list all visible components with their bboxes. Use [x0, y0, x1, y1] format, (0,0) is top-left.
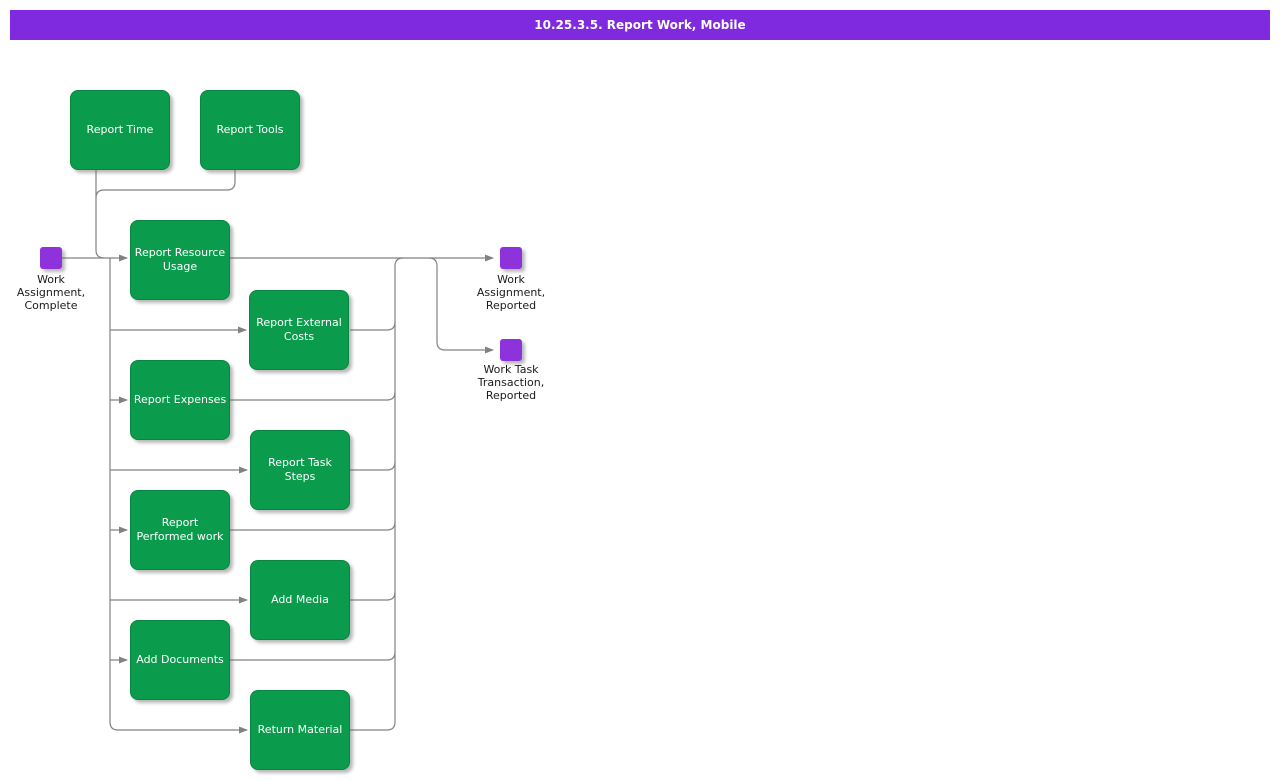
activity-report-resource-usage[interactable]: Report Resource Usage	[130, 220, 230, 300]
activity-label: Report Performed work	[134, 516, 225, 544]
activity-report-tools[interactable]: Report Tools	[200, 90, 300, 170]
connector-output-add-documents	[230, 652, 395, 660]
activity-report-time[interactable]: Report Time	[70, 90, 170, 170]
activity-label: Report Expenses	[132, 393, 228, 407]
activity-label: Add Documents	[134, 653, 226, 667]
connector-output-external-costs	[350, 322, 395, 330]
event-work-assignment-complete[interactable]	[40, 247, 62, 269]
activity-report-task-steps[interactable]: Report Task Steps	[250, 430, 350, 510]
activity-report-external-costs[interactable]: Report External Costs	[249, 290, 349, 370]
activity-label: Report Task Steps	[266, 456, 334, 484]
activity-label: Report Tools	[214, 123, 285, 137]
activity-return-material[interactable]: Return Material	[250, 690, 350, 770]
connector-output-add-media	[350, 592, 395, 600]
event-label-work-assignment-complete: Work Assignment, Complete	[3, 273, 99, 312]
connector-right-trunk	[350, 258, 403, 730]
connector-output-performed-work	[230, 522, 395, 530]
activity-label: Return Material	[256, 723, 345, 737]
activity-report-performed-work[interactable]: Report Performed work	[130, 490, 230, 570]
connector-report-time-merge	[96, 170, 104, 258]
connector-output-task-steps	[350, 462, 395, 470]
activity-add-media[interactable]: Add Media	[250, 560, 350, 640]
activity-label: Report Time	[85, 123, 156, 137]
connector-output-expenses	[230, 392, 395, 400]
activity-add-documents[interactable]: Add Documents	[130, 620, 230, 700]
event-work-assignment-reported[interactable]	[500, 247, 522, 269]
activity-report-expenses[interactable]: Report Expenses	[130, 360, 230, 440]
activity-label: Report External Costs	[254, 316, 344, 344]
activity-label: Report Resource Usage	[133, 246, 227, 274]
event-label-work-task-transaction-reported: Work Task Transaction, Reported	[463, 363, 559, 402]
activity-label: Add Media	[269, 593, 331, 607]
connector-report-tools-merge	[96, 170, 235, 198]
event-label-work-assignment-reported: Work Assignment, Reported	[463, 273, 559, 312]
event-work-task-transaction-reported[interactable]	[500, 339, 522, 361]
